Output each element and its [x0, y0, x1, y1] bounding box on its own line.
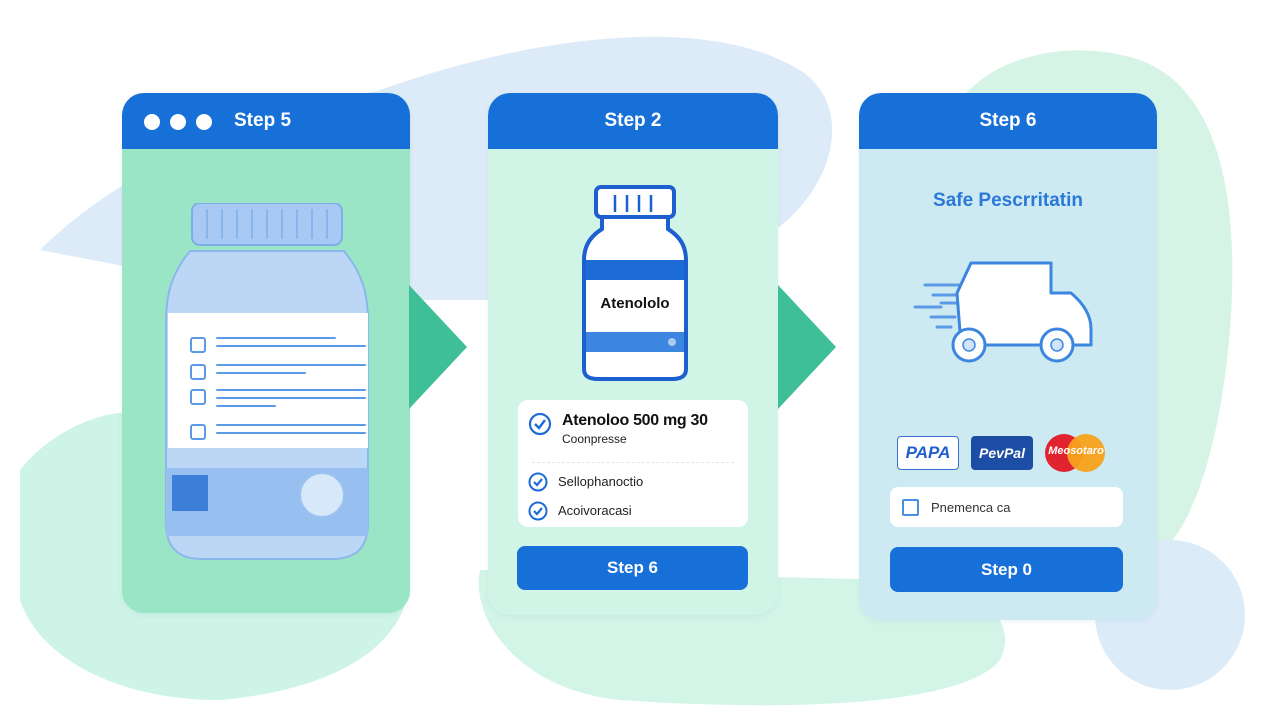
- divider: [532, 462, 734, 463]
- window-dot[interactable]: [196, 114, 212, 130]
- checkbox-icon: [190, 337, 206, 353]
- summary-item: Sellophanoctio: [558, 474, 644, 489]
- consent-checkbox-row[interactable]: Pnemenca ca: [890, 487, 1123, 527]
- submit-step-button[interactable]: Step 0: [890, 547, 1123, 592]
- panel-title: Step 6: [979, 110, 1037, 131]
- check-circle-icon: [528, 501, 548, 521]
- panel-header: Step 5: [122, 93, 410, 149]
- panel-header: Step 2: [488, 93, 778, 149]
- checklist-row: [190, 389, 366, 413]
- summary-item: Acoivoracasi: [558, 503, 632, 518]
- payment-methods: PAPA PevPal Meosotaro: [897, 434, 1107, 472]
- step-panel-1: Step 5: [122, 93, 410, 613]
- delivery-truck-icon: [913, 261, 1093, 363]
- checklist-label: [168, 313, 368, 448]
- check-circle-icon: [528, 472, 548, 492]
- product-subtitle: Coonpresse: [562, 432, 627, 446]
- consent-checkbox[interactable]: [902, 498, 919, 516]
- check-circle-icon: [528, 412, 552, 436]
- panel-header: Step 6: [859, 93, 1157, 149]
- bottle-label: Atenololo: [600, 295, 670, 312]
- product-title: Atenoloo 500 mg 30: [562, 412, 708, 429]
- step-arrow-icon: [778, 285, 836, 409]
- window-controls: [144, 114, 212, 130]
- next-step-button[interactable]: Step 6: [517, 546, 748, 590]
- medicine-bottle-icon: Atenololo: [580, 185, 690, 381]
- checkbox-icon: [190, 424, 206, 440]
- bg-blob-green-right: [960, 50, 1233, 561]
- checklist-row: [190, 364, 366, 380]
- payment-card-mastercard[interactable]: Meosotaro: [1045, 434, 1107, 472]
- window-dot[interactable]: [170, 114, 186, 130]
- step-panel-2: Step 2 Atenololo Atenoloo 500 mg 30 Coon…: [488, 93, 778, 615]
- checkbox-icon: [190, 389, 206, 405]
- payment-card-papa[interactable]: PAPA: [897, 436, 959, 470]
- step-arrow-icon: [409, 285, 467, 409]
- checklist-row: [190, 337, 366, 353]
- section-title: Safe Pescrritatin: [933, 190, 1083, 211]
- window-dot[interactable]: [144, 114, 160, 130]
- payment-card-paypal[interactable]: PevPal: [971, 436, 1033, 470]
- checkbox-icon: [190, 364, 206, 380]
- panel-title: Step 5: [234, 110, 292, 131]
- order-summary-card: Atenoloo 500 mg 30 Coonpresse Sellophano…: [518, 400, 748, 527]
- consent-label: Pnemenca ca: [931, 499, 1011, 515]
- panel-title: Step 2: [604, 110, 662, 131]
- checklist-row: [190, 424, 366, 440]
- step-panel-3: Step 6 Safe Pescrritatin PAPA PevPal Meo…: [859, 93, 1157, 620]
- mastercard-label: Meosotaro: [1048, 445, 1104, 457]
